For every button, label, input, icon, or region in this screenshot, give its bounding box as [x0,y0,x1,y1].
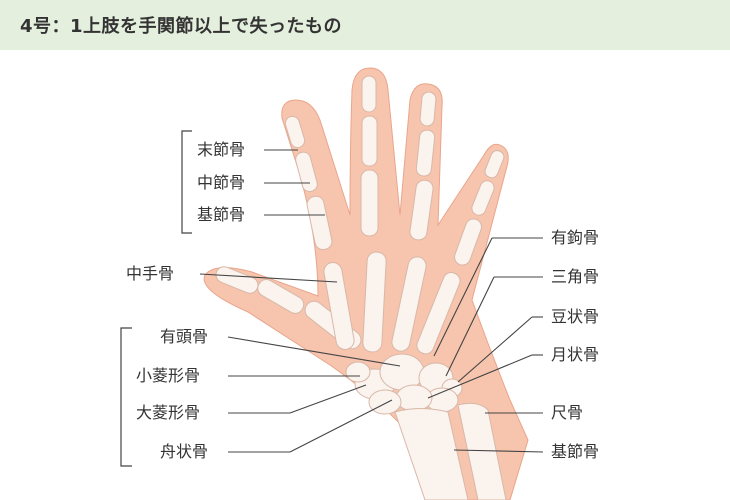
page-header: 4号：1上肢を手関節以上で失ったもの [0,0,730,50]
label-trapezium: 大菱形骨 [136,403,201,422]
label-trapezoid: 小菱形骨 [136,366,201,385]
label-capitate: 有頭骨 [160,327,209,346]
page-title: 4号：1上肢を手関節以上で失ったもの [20,16,343,37]
label-scaphoid: 舟状骨 [160,442,209,461]
label-ulna: 尺骨 [551,403,584,422]
label-middle-phalanx: 中節骨 [197,173,246,192]
label-distal-phalanx: 末節骨 [197,140,246,159]
label-proximal-phalanx: 基節骨 [197,205,246,224]
label-triquetrum: 三角骨 [551,267,600,286]
label-lunate: 月状骨 [551,345,600,364]
label-pisiform: 豆状骨 [551,307,600,326]
leader-lines [199,149,544,453]
ring-finger-bones [391,91,437,352]
label-hamate: 有鉤骨 [551,228,600,247]
label-metacarpal: 中手骨 [126,264,175,283]
carpal-bracket [120,327,132,467]
index-finger-bones [284,115,355,350]
middle-finger-bones [360,75,387,353]
little-finger-bones [416,150,505,355]
forearm-bones [394,402,507,500]
finger-phalanges-bracket [181,130,192,234]
label-radius: 基節骨 [551,442,600,461]
